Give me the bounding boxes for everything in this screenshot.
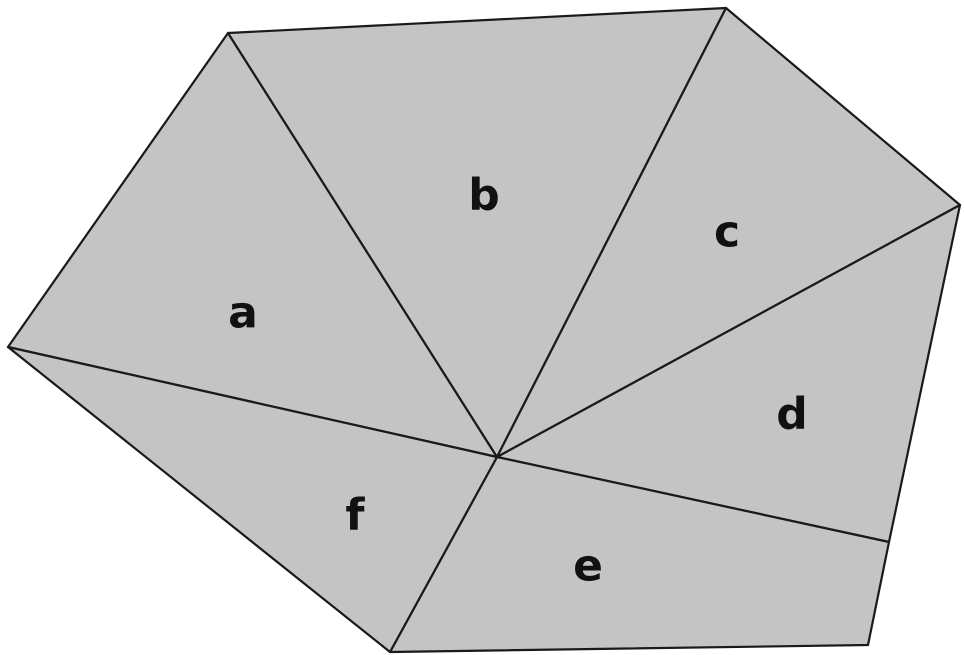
label-c: c [714, 207, 740, 258]
region-f [6, 345, 499, 654]
label-d: d [776, 389, 808, 440]
label-f: f [345, 490, 365, 541]
label-b: b [468, 170, 500, 221]
label-e: e [573, 541, 603, 592]
label-a: a [228, 288, 258, 339]
